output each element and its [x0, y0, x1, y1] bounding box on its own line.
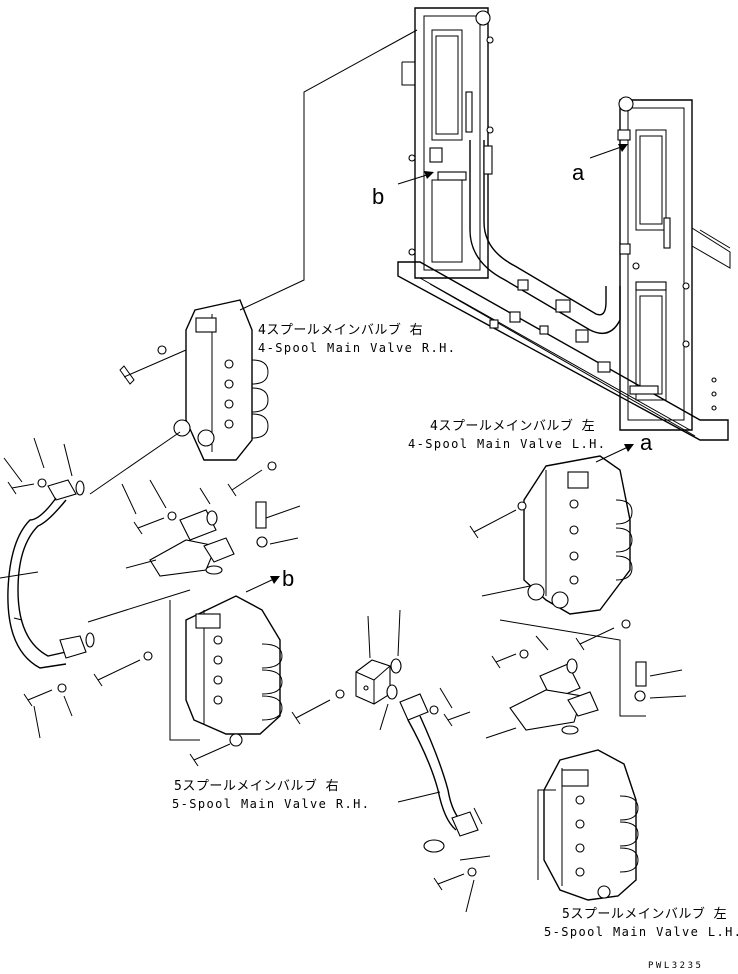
leader-frame-to-4spool-rh	[239, 29, 418, 311]
bolt-head-4rh-1	[119, 365, 135, 385]
bolt-head-5rh-side	[291, 711, 301, 725]
label-4spool-rh-en: 4-Spool Main Valve R.H.	[258, 341, 456, 355]
bolt-4lh-1	[473, 509, 517, 533]
valve-4spool-lh-drawing	[523, 455, 633, 615]
valve-4spool-rh-drawing	[173, 299, 269, 461]
label-4spool-rh-jp: 4スプールメインバルブ 右	[258, 322, 423, 338]
label-4spool-lh-en: 4-Spool Main Valve L.H.	[408, 437, 606, 451]
valve-5spool-lh-drawing	[543, 749, 639, 901]
label-5spool-lh-en: 5-Spool Main Valve L.H.	[544, 925, 738, 939]
label-4spool-lh-jp: 4スプールメインバルブ 左	[430, 418, 595, 434]
washer-5rh-side	[335, 689, 345, 699]
right-fittings	[481, 585, 687, 739]
bolt-4rh-1	[123, 349, 187, 378]
washer-4lh-2	[621, 619, 631, 629]
bolt-head-4lh-2	[575, 637, 585, 651]
arrow-b-5spool-rh	[245, 576, 280, 593]
leader-5spool-lh	[537, 789, 556, 880]
arrow-a-frame	[589, 144, 628, 159]
ref-b-frame: b	[372, 184, 384, 209]
bolt-head-5rh-bottom	[189, 753, 199, 767]
left-leader-lines	[0, 431, 301, 741]
washer-4lh-1	[517, 501, 527, 511]
arrow-a-4spool-lh	[595, 444, 634, 463]
label-5spool-rh-en: 5-Spool Main Valve R.H.	[172, 797, 370, 811]
valve-5spool-rh-drawing	[185, 595, 283, 747]
drawing-code: PWL3235	[648, 961, 703, 971]
label-5spool-rh-jp: 5スプールメインバルブ 右	[174, 778, 339, 794]
bolt-5rh-side	[295, 699, 331, 719]
valve-mounting-frame	[397, 7, 731, 441]
center-hose-assembly	[397, 687, 491, 913]
ref-a-valve: a	[640, 430, 653, 455]
ref-b-valve: b	[282, 566, 294, 591]
label-5spool-lh-jp: 5スプールメインバルブ 左	[562, 906, 727, 922]
bolt-5rh-bottom	[193, 743, 231, 761]
ref-a-frame: a	[572, 160, 585, 185]
left-hose-assembly	[7, 461, 277, 707]
center-block	[355, 609, 402, 731]
arrow-b-frame	[397, 171, 434, 185]
washer-4rh-1	[157, 345, 167, 355]
bolt-head-4lh-1	[469, 525, 479, 539]
